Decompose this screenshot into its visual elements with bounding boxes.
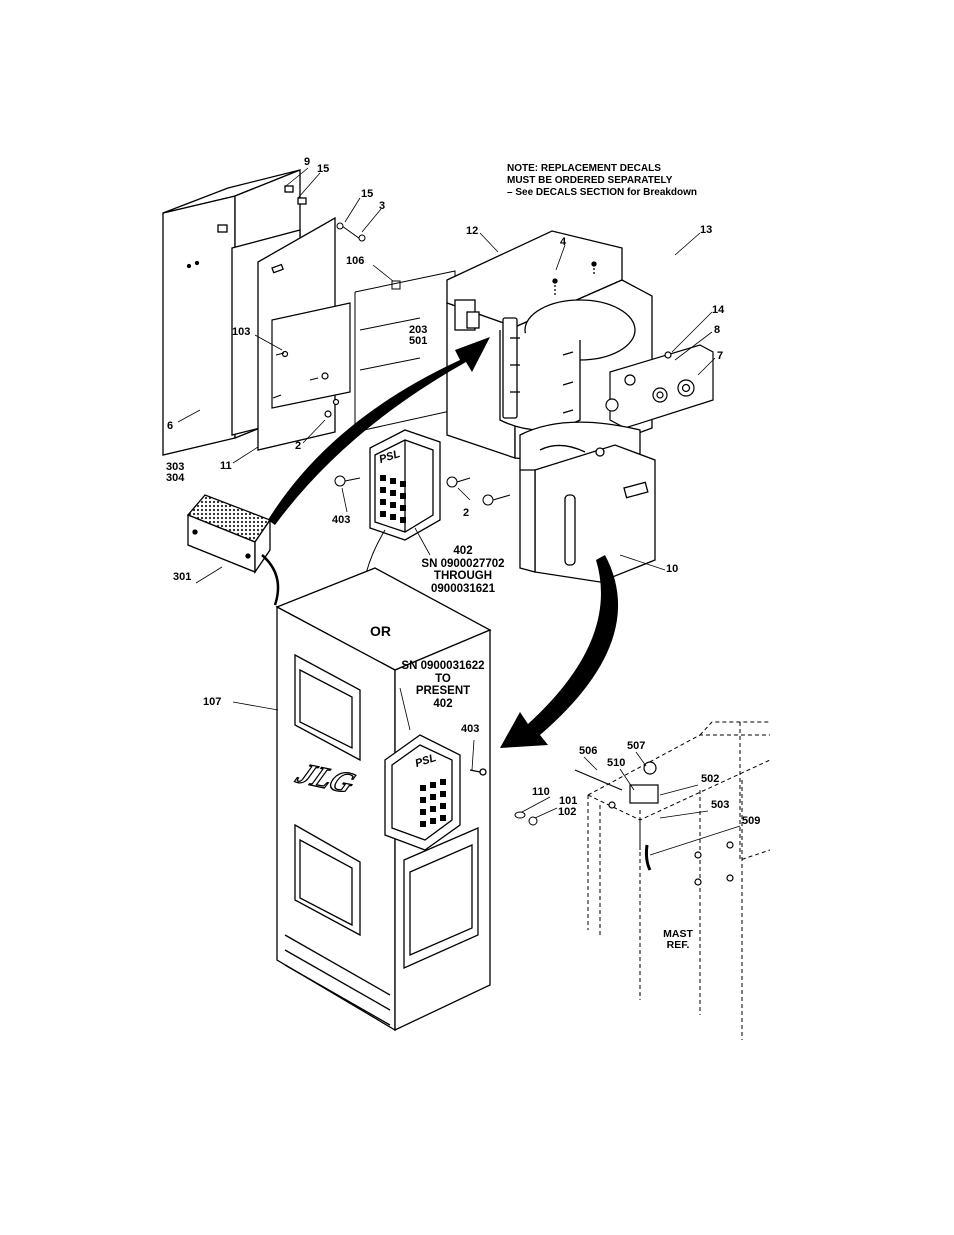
callout-301: 301 (173, 571, 191, 583)
note-line-2: MUST BE ORDERED SEPARATELY (507, 175, 697, 187)
mast-wireframe (588, 722, 770, 1040)
callout-503: 503 (711, 799, 729, 811)
keypad-lower-serial-block: SN 0900031622 TO PRESENT 402 (388, 660, 498, 710)
keypad-upper-sn-line-1: SN 0900027702 (408, 558, 518, 571)
keypad-upper-sn-line-3: 0900031621 (408, 583, 518, 596)
keypad-upper-serial-block: 402 SN 0900027702 THROUGH 0900031621 (408, 545, 518, 595)
keypad-lower-sn-line-3: PRESENT (388, 685, 498, 698)
callout-9: 9 (304, 156, 310, 168)
callout-510: 510 (607, 757, 625, 769)
callout-2: 2 (295, 440, 301, 452)
callout-304: 304 (166, 472, 184, 484)
callout-11: 11 (220, 460, 232, 472)
keypad-upper-sn-line-2: THROUGH (408, 570, 518, 583)
callout-10: 10 (666, 563, 678, 575)
callout-14: 14 (712, 304, 724, 316)
replacement-decals-note: NOTE: REPLACEMENT DECALS MUST BE ORDERED… (507, 163, 697, 199)
keypad-lower-part: 402 (388, 698, 498, 711)
callout-502: 502 (701, 773, 719, 785)
callout-3: 3 (379, 200, 385, 212)
washer-bolt (515, 812, 537, 825)
alarm-unit (188, 495, 278, 605)
pump-reservoir (520, 422, 655, 582)
callout-8: 8 (714, 324, 720, 336)
callout-15: 15 (361, 188, 373, 200)
keypad-lower-sn-line-1: SN 0900031622 (388, 660, 498, 673)
callout-106: 106 (346, 255, 364, 267)
callout-501: 501 (409, 335, 427, 347)
callout-15: 15 (317, 163, 329, 175)
note-line-3: – See DECALS SECTION for Breakdown (507, 187, 697, 199)
callout-13: 13 (700, 224, 712, 236)
bracket-wireframe (355, 271, 455, 432)
mounting-plate (272, 303, 350, 417)
callout-103: 103 (232, 326, 250, 338)
or-label: OR (370, 623, 391, 639)
keypad-lower-sn-line-2: TO (388, 673, 498, 686)
callout-4: 4 (560, 236, 566, 248)
callout-2: 2 (463, 507, 469, 519)
mast-reference-label: MAST REF. (648, 929, 708, 951)
callout-506: 506 (579, 745, 597, 757)
keypad-upper-part: 402 (408, 545, 518, 558)
note-line-1: NOTE: REPLACEMENT DECALS (507, 163, 697, 175)
callout-403: 403 (461, 723, 479, 735)
callout-107: 107 (203, 696, 221, 708)
callout-110: 110 (532, 786, 550, 798)
callout-6: 6 (167, 420, 173, 432)
callout-7: 7 (717, 350, 723, 362)
mast-label-line-2: REF. (648, 940, 708, 951)
callout-507: 507 (627, 740, 645, 752)
callout-102: 102 (558, 806, 576, 818)
callout-509: 509 (742, 815, 760, 827)
callout-12: 12 (466, 225, 478, 237)
callout-403: 403 (332, 514, 350, 526)
